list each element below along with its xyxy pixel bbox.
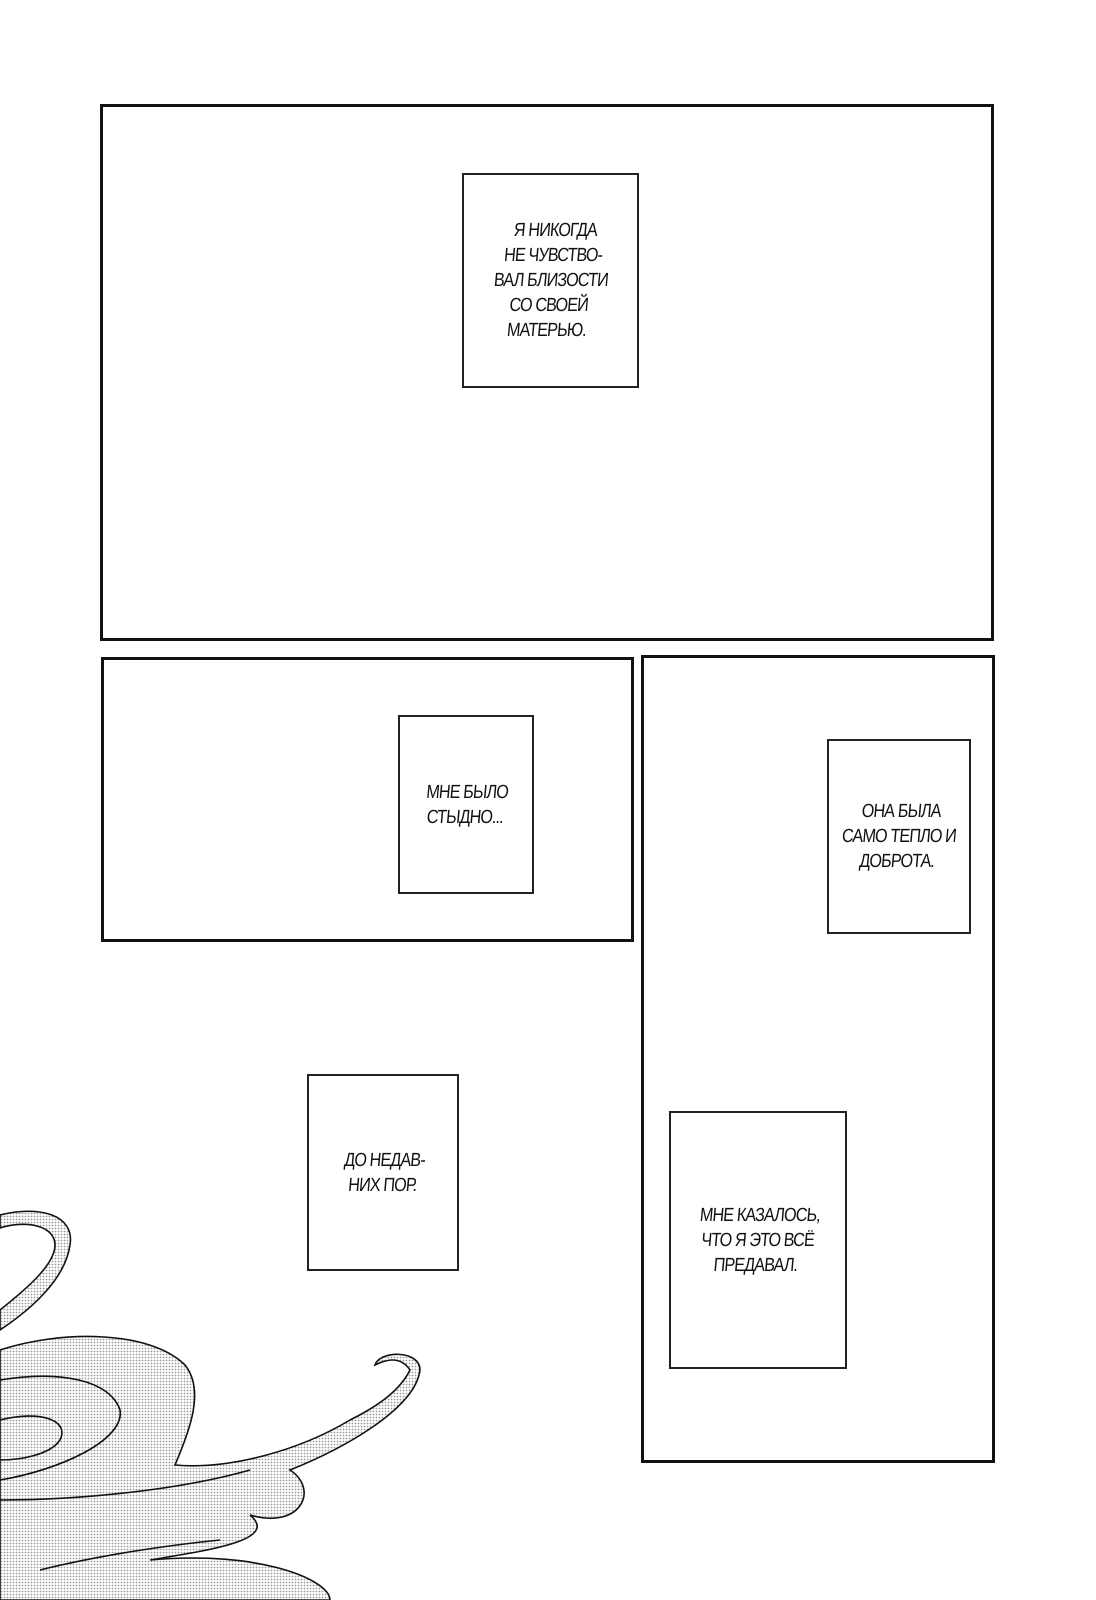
caption-box-3: ОНА БЫЛА САМО ТЕПЛО И ДОБРОТА. bbox=[827, 739, 971, 934]
panel-middle-left bbox=[101, 657, 634, 942]
caption-text-2: МНЕ БЫЛО СТЫДНО... bbox=[425, 781, 509, 828]
caption-box-1: Я НИКОГДА НЕ ЧУВСТВО- ВАЛ БЛИЗОСТИ СО СВ… bbox=[462, 173, 639, 388]
swirl-illustration bbox=[0, 1210, 421, 1600]
caption-text-5: МНЕ КАЗАЛОСЬ, ЧТО Я ЭТО ВСЁ ПРЕДАВАЛ. bbox=[699, 1204, 822, 1276]
caption-text-1: Я НИКОГДА НЕ ЧУВСТВО- ВАЛ БЛИЗОСТИ СО СВ… bbox=[492, 220, 609, 341]
caption-box-2: МНЕ БЫЛО СТЫДНО... bbox=[398, 715, 534, 894]
caption-text-3: ОНА БЫЛА САМО ТЕПЛО И ДОБРОТА. bbox=[841, 801, 957, 872]
caption-box-4: ДО НЕДАВ- НИХ ПОР. bbox=[307, 1074, 459, 1271]
caption-box-5: МНЕ КАЗАЛОСЬ, ЧТО Я ЭТО ВСЁ ПРЕДАВАЛ. bbox=[669, 1111, 847, 1369]
